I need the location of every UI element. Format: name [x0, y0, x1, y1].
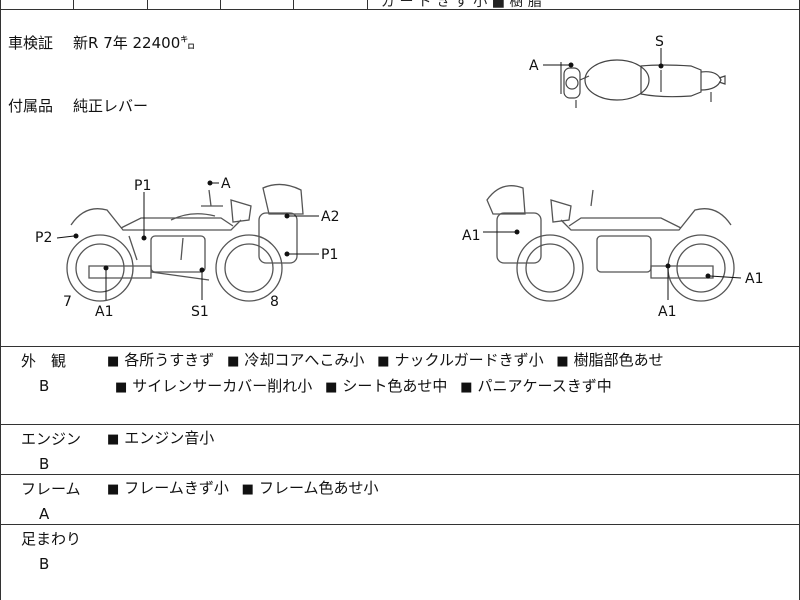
- left-label-a: A: [221, 176, 231, 192]
- marker-dot: [514, 229, 520, 235]
- section-notes: ■エンジン音小: [107, 426, 797, 452]
- right-view-markers: [483, 229, 742, 300]
- bullet-square-icon: ■: [107, 482, 120, 497]
- divider: [1, 474, 800, 475]
- marker-dot: [199, 267, 205, 273]
- note-item: ■シート色あせ中: [325, 377, 448, 395]
- section-grade: B: [39, 555, 50, 573]
- section-name: エンジン: [21, 430, 82, 448]
- marker-dot: [284, 213, 290, 219]
- divider: [1, 346, 800, 347]
- motorcycle-diagram-svg: A S: [35, 34, 763, 320]
- bullet-square-icon: ■: [460, 380, 473, 395]
- bullet-square-icon: ■: [115, 380, 128, 395]
- marker-dot: [103, 265, 109, 271]
- accessories-label: 付属品: [8, 97, 54, 115]
- damage-diagram: A S: [1, 10, 800, 346]
- strip-divider: [220, 0, 221, 10]
- bullet-square-icon: ■: [325, 380, 338, 395]
- bullet-square-icon: ■: [377, 354, 390, 369]
- divider: [1, 424, 800, 425]
- marker-dot: [568, 62, 574, 68]
- note-item: ■パニアケースきず中: [460, 377, 612, 395]
- marker-dot: [705, 273, 711, 279]
- bullet-square-icon: ■: [107, 354, 120, 369]
- marker-dot: [141, 235, 147, 241]
- section-category: 外 観 B: [21, 350, 91, 395]
- left-view-markers: [56, 180, 319, 300]
- left-label-8: 8: [270, 294, 279, 310]
- inspection-info: 車検証 新R 7年 22400㌔: [8, 32, 195, 53]
- strip-divider: [147, 0, 148, 10]
- accessories-value: 純正レバー: [73, 97, 149, 115]
- strip-divider: [293, 0, 294, 10]
- note-item: ■フレーム色あせ小: [241, 479, 379, 497]
- left-view-motorcycle: [66, 183, 304, 302]
- left-label-a1: A1: [95, 304, 113, 320]
- left-label-s1: S1: [191, 304, 209, 320]
- top-strip: ガ ー ド き ず 小 ■ 樹 脂: [1, 0, 800, 10]
- strip-divider: [367, 0, 368, 10]
- right-label-a1-case: A1: [462, 228, 480, 244]
- inspection-value: 新R 7年 22400㌔: [73, 34, 196, 52]
- marker-dot: [207, 180, 213, 186]
- section-name: 足まわり: [21, 530, 82, 548]
- inspection-label: 車検証: [8, 34, 54, 52]
- note-item: ■各所うすきず: [107, 351, 215, 369]
- note-item: ■ナックルガードきず小: [377, 351, 544, 369]
- note-item: ■樹脂部色あせ: [556, 351, 664, 369]
- left-label-7: 7: [63, 294, 72, 310]
- section-engine: エンジン B ■エンジン音小: [1, 424, 800, 474]
- note-item: ■冷却コアへこみ小: [227, 351, 365, 369]
- marker-dot: [73, 233, 79, 239]
- top-label-a: A: [529, 58, 539, 74]
- bullet-square-icon: ■: [107, 432, 120, 447]
- right-label-a1-bottom: A1: [658, 304, 676, 320]
- note-item: ■フレームきず小: [107, 479, 229, 497]
- note-item: ■サイレンサーカバー削れ小: [115, 377, 313, 395]
- left-label-p2: P2: [35, 230, 52, 246]
- section-notes: ■各所うすきず ■冷却コアへこみ小 ■ナックルガードきず小 ■樹脂部色あせ ■サ…: [107, 348, 797, 400]
- section-notes: ■フレームきず小 ■フレーム色あせ小: [107, 476, 797, 502]
- section-grade: A: [39, 505, 50, 523]
- section-category: 足まわり B: [21, 528, 91, 573]
- section-grade: B: [39, 455, 50, 473]
- top-view-markers: [543, 48, 664, 69]
- section-frame: フレーム A ■フレームきず小 ■フレーム色あせ小: [1, 474, 800, 524]
- bullet-square-icon: ■: [241, 482, 254, 497]
- note-item: ■エンジン音小: [107, 429, 215, 447]
- left-label-a2: A2: [321, 209, 339, 225]
- section-category: エンジン B: [21, 428, 91, 473]
- left-label-p1: P1: [134, 178, 151, 194]
- bullet-square-icon: ■: [227, 354, 240, 369]
- marker-dot: [284, 251, 290, 257]
- divider: [1, 524, 800, 525]
- section-exterior: 外 観 B ■各所うすきず ■冷却コアへこみ小 ■ナックルガードきず小 ■樹脂部…: [1, 346, 800, 424]
- leader-line: [56, 235, 75, 239]
- section-suspension: 足まわり B: [1, 524, 800, 600]
- top-label-s: S: [655, 34, 664, 50]
- leader-line: [709, 275, 742, 279]
- strip-divider: [73, 0, 74, 10]
- right-label-a1-wheel: A1: [745, 271, 763, 287]
- marker-dot: [658, 63, 664, 69]
- left-label-p1-case: P1: [321, 247, 338, 263]
- bullet-square-icon: ■: [556, 354, 569, 369]
- top-view-motorcycle: [560, 59, 726, 108]
- strip-cut-text: ガ ー ド き ず 小 ■ 樹 脂: [381, 0, 542, 10]
- marker-dot: [665, 263, 671, 269]
- section-grade: B: [39, 377, 50, 395]
- section-category: フレーム A: [21, 478, 91, 523]
- section-name: フレーム: [21, 480, 81, 498]
- section-name: 外 観: [21, 352, 67, 370]
- accessories-info: 付属品 純正レバー: [8, 95, 148, 116]
- right-view-motorcycle: [486, 185, 735, 302]
